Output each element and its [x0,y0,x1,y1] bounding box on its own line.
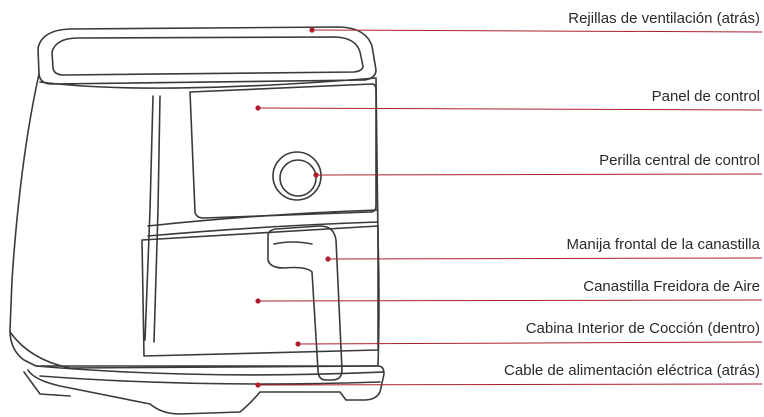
panel-basket-divider-2 [147,221,379,237]
callout-dot-vents [309,27,315,33]
callout-dot-power-cord [255,382,261,388]
body-top-edge [39,77,377,89]
base-line-2 [39,375,381,385]
base-outline [9,331,385,415]
base-line [35,365,385,376]
body-outline [9,73,380,367]
callout-dot-basket-handle [325,256,331,262]
callout-label-power-cord: Cable de alimentación eléctrica (atrás) [504,362,760,379]
leader-line-cooking-chamber [297,341,763,345]
leader-line-basket-handle [327,257,763,260]
callout-dot-basket [255,298,261,304]
panel-basket-divider [147,209,379,227]
callout-dot-cooking-chamber [295,341,301,347]
leader-line-control-knob [315,173,763,176]
leader-line-vents [311,29,763,33]
callout-dot-control-knob [313,172,319,178]
callout-dot-control-panel [255,105,261,111]
callout-label-cooking-chamber: Cabina Interior de Cocción (dentro) [525,320,760,337]
callout-label-control-knob: Perilla central de control [599,152,760,169]
callout-label-basket: Canastilla Freidora de Aire [583,278,760,295]
control-knob-inner [279,159,317,197]
basket-outline [141,225,379,357]
callout-label-control-panel: Panel de control [651,88,760,105]
body-seam [144,95,154,341]
base-foot-left [23,371,71,397]
leader-line-power-cord [257,383,763,386]
callout-label-vents: Rejillas de ventilación (atrás) [568,10,760,27]
control-knob-outer [272,151,322,201]
leader-line-control-panel [257,107,763,111]
lid-inner [51,36,364,76]
leader-line-basket [257,299,763,302]
body-seam-2 [153,95,161,343]
handle-outline [267,225,343,381]
handle-inner [273,241,313,245]
callout-label-basket-handle: Manija frontal de la canastilla [566,236,760,253]
